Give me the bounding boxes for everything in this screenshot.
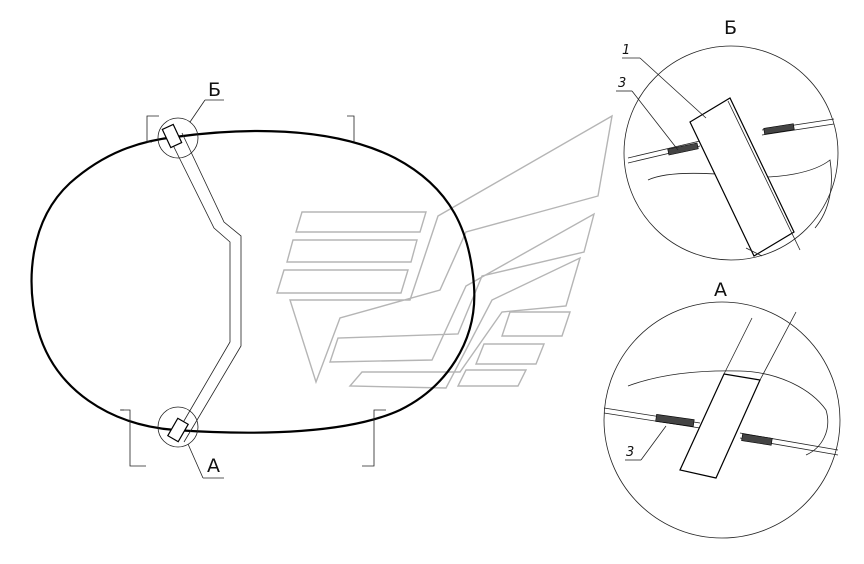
part-1-label: 1 [622, 43, 630, 58]
part-3-upper-label: 3 [618, 76, 626, 91]
callout-b: Б [157, 79, 224, 159]
detail-a-title: А [714, 279, 727, 301]
watermark-logo [276, 114, 613, 389]
callout-b-label: Б [208, 79, 221, 101]
callout-a: А [157, 406, 224, 479]
callout-a-label: А [207, 455, 220, 477]
part-3-lower-label: 3 [626, 445, 634, 460]
internal-pipe [161, 123, 242, 443]
vessel-outline [30, 129, 476, 434]
detail-view-a: А 3 [603, 279, 841, 539]
detail-view-b: Б 1 3 [616, 17, 839, 261]
frame-brackets [120, 115, 386, 467]
detail-b-title: Б [724, 17, 737, 39]
